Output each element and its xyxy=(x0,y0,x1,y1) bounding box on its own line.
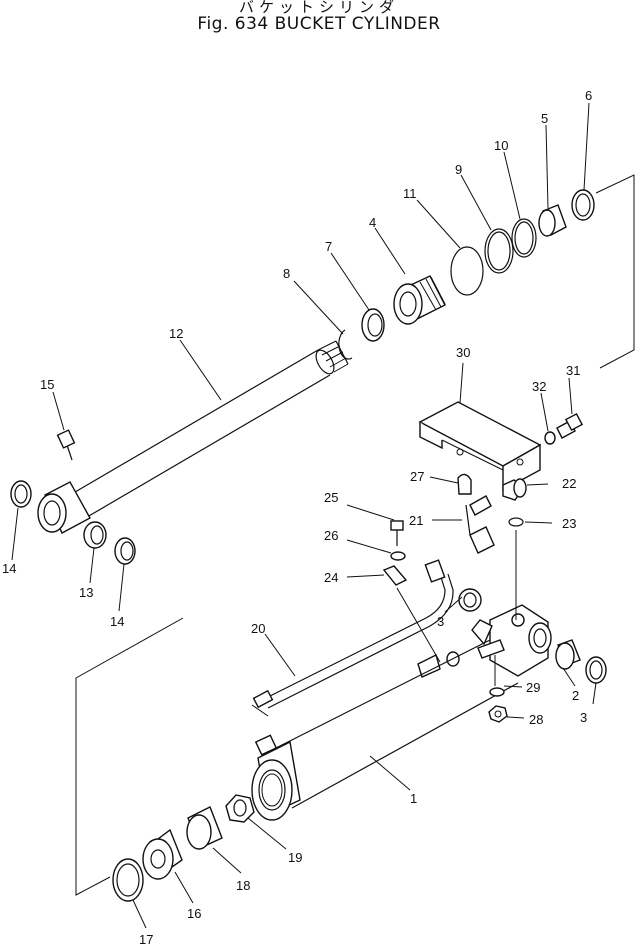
bushing-2 xyxy=(555,639,581,670)
cylinder-bottom-block xyxy=(471,604,552,677)
callout-25: 25 xyxy=(324,490,338,505)
callout-26: 26 xyxy=(324,528,338,543)
figure-title: Fig. 634 BUCKET CYLINDER xyxy=(197,14,441,34)
callout-17: 17 xyxy=(139,932,153,945)
callout-16: 16 xyxy=(187,906,201,921)
figure-title-japanese: バケットシリンダ xyxy=(238,0,399,16)
callout-32: 32 xyxy=(532,379,546,394)
callout-7: 7 xyxy=(325,239,332,254)
piston-16 xyxy=(142,828,183,880)
bushing-left xyxy=(10,480,32,508)
cylinder-tube xyxy=(251,639,519,821)
callout-8: 8 xyxy=(283,266,290,281)
callout-11: 11 xyxy=(403,186,417,201)
fitting-21 xyxy=(465,495,495,554)
callout-31: 31 xyxy=(566,363,580,378)
washer-32 xyxy=(544,431,556,445)
callout-10: 10 xyxy=(494,138,508,153)
dust-seal xyxy=(571,189,595,221)
callout-18: 18 xyxy=(236,878,250,893)
bushing-5 xyxy=(538,204,567,237)
callout-labels: 6 5 10 9 11 4 7 8 12 15 14 13 14 30 31 3… xyxy=(2,88,592,945)
elbow-22 xyxy=(502,478,527,501)
callout-9: 9 xyxy=(455,162,462,177)
callout-29: 29 xyxy=(526,680,540,695)
leader-lines xyxy=(11,102,597,929)
seal-7 xyxy=(361,308,385,342)
nut-28 xyxy=(488,705,508,723)
seal-3-upper xyxy=(458,588,482,612)
callout-6: 6 xyxy=(585,88,592,103)
callout-3-upper: 3 xyxy=(437,614,444,629)
grease-fitting xyxy=(56,429,76,461)
o-ring-10 xyxy=(511,218,537,258)
snap-ring xyxy=(338,329,353,360)
callout-20: 20 xyxy=(251,621,265,636)
callout-2: 2 xyxy=(572,688,579,703)
hydraulic-tube xyxy=(252,559,454,709)
piston-ring-17 xyxy=(112,858,144,902)
seal-3-right xyxy=(585,656,607,684)
callout-12: 12 xyxy=(169,326,183,341)
callout-19: 19 xyxy=(288,850,302,865)
seal-13 xyxy=(83,521,107,549)
callout-27: 27 xyxy=(410,469,424,484)
callout-15: 15 xyxy=(40,377,54,392)
backup-ring-9 xyxy=(484,228,514,274)
assembly-boundary-lines xyxy=(75,174,635,896)
o-ring-23 xyxy=(508,517,524,527)
clamp-24 xyxy=(382,565,408,586)
callout-21: 21 xyxy=(409,513,423,528)
callout-4: 4 xyxy=(369,215,376,230)
clip-27 xyxy=(457,473,472,495)
callout-22: 22 xyxy=(562,476,576,491)
callout-23: 23 xyxy=(562,516,576,531)
piston-rod xyxy=(69,340,349,521)
callout-14-right: 14 xyxy=(110,614,124,629)
bolt-25 xyxy=(390,520,404,546)
rod-eye xyxy=(37,481,91,534)
bushing-right xyxy=(114,537,136,565)
washer-29 xyxy=(489,687,505,697)
callout-1: 1 xyxy=(410,791,417,806)
bolt-31 xyxy=(556,412,584,439)
cylinder-head xyxy=(393,275,446,325)
callout-24: 24 xyxy=(324,570,338,585)
washer-26 xyxy=(390,551,406,561)
callout-3-right: 3 xyxy=(580,710,587,725)
o-ring-11 xyxy=(450,246,484,296)
callout-14-left: 14 xyxy=(2,561,16,576)
callout-5: 5 xyxy=(541,111,548,126)
callout-30: 30 xyxy=(456,345,470,360)
wear-ring-18 xyxy=(186,806,223,850)
guard-plate xyxy=(418,401,542,492)
callout-28: 28 xyxy=(529,712,543,727)
nut-19 xyxy=(225,794,255,823)
callout-13: 13 xyxy=(79,585,93,600)
